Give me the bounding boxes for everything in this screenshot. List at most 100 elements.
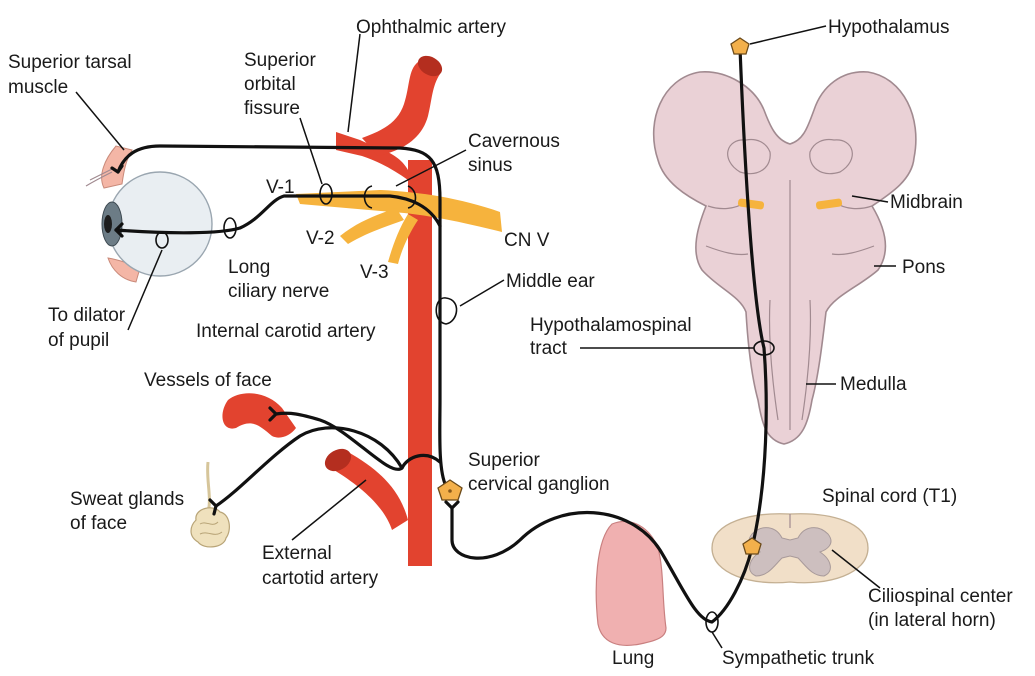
leader-sympathetic-trunk	[711, 631, 723, 649]
sweat-gland	[190, 461, 230, 548]
label-ciliospinal-line1: Ciliospinal center	[868, 586, 1013, 607]
ring-orbital-fissure	[319, 183, 333, 205]
leader-midbrain	[851, 195, 889, 203]
ophthalmic-artery	[362, 62, 440, 156]
ring-middle-ear	[435, 297, 458, 325]
facial-vessel	[222, 393, 296, 438]
v3-branch	[388, 214, 418, 264]
eye	[85, 145, 213, 283]
leader-tarsal	[75, 91, 125, 151]
external-carotid-artery	[334, 452, 408, 530]
preganglionic-fiber	[450, 506, 754, 624]
sympathetic-nerve-fibers	[114, 46, 768, 624]
sweat-ending	[208, 498, 218, 516]
label-medulla: Medulla	[840, 374, 907, 395]
label-cavernous-line2: sinus	[468, 155, 512, 176]
brainstem-outline	[652, 71, 917, 445]
ganglion-nucleus	[448, 489, 452, 493]
spinal-cord-section	[711, 513, 869, 584]
label-hypothalamospinal-line1: Hypothalamospinal	[530, 315, 692, 336]
pupil	[104, 215, 112, 233]
leader-external-carotid	[291, 479, 367, 541]
leader-ciliospinal	[831, 549, 881, 589]
label-vessels-face: Vessels of face	[144, 370, 272, 391]
sweat-gland-coil-detail	[199, 521, 223, 535]
sweat-gland-duct	[206, 461, 211, 513]
leader-middle-ear	[459, 279, 505, 307]
label-spinal-cord: Spinal cord (T1)	[822, 486, 957, 507]
neuron-cell-bodies	[437, 37, 762, 555]
ophthalmic-artery-cut-end	[417, 55, 443, 77]
carotid-arteries	[222, 55, 443, 566]
label-superior-cervical-line2: cervical ganglion	[468, 474, 610, 495]
upper-eyelid	[101, 145, 133, 189]
label-hypothalamus: Hypothalamus	[828, 17, 949, 38]
label-superior-tarsal-line2: muscle	[8, 77, 68, 98]
lung	[595, 520, 667, 646]
right-colliculus	[809, 138, 853, 175]
label-ophthalmic-artery: Ophthalmic artery	[356, 17, 506, 38]
label-orbital-fissure-line3: fissure	[244, 98, 300, 119]
label-v3: V-3	[360, 262, 389, 283]
trigeminal-nerve	[296, 190, 502, 264]
label-superior-tarsal-line1: Superior tarsal	[8, 52, 132, 73]
label-dilator-line1: To dilator	[48, 305, 126, 326]
left-colliculus	[727, 138, 771, 175]
leader-cavernous	[395, 149, 467, 187]
leader-dilator	[127, 249, 163, 331]
medulla-contour-left	[768, 299, 779, 421]
ciliospinal-neuron	[742, 537, 762, 555]
label-sympathetic-trunk: Sympathetic trunk	[722, 648, 875, 669]
dilator-ending	[114, 222, 124, 238]
tarsal-ending	[110, 164, 124, 174]
label-pons: Pons	[902, 257, 945, 278]
hypothalamospinal-fiber	[738, 46, 768, 550]
label-internal-carotid: Internal carotid artery	[196, 321, 376, 342]
ganglion-ending	[444, 500, 460, 510]
label-orbital-fissure-line1: Superior	[244, 50, 316, 71]
label-hypothalamospinal-line2: tract	[530, 338, 568, 359]
carotid-siphon	[336, 132, 408, 180]
hypothalamus-neuron	[730, 37, 750, 55]
label-ciliospinal-line2: (in lateral horn)	[868, 610, 996, 631]
v2-branch	[340, 208, 404, 244]
external-carotid-cut-end	[324, 448, 352, 472]
ring-cavernous-sinus	[363, 185, 417, 209]
left-cranial-nerve-stub	[737, 198, 765, 210]
label-v2: V-2	[306, 228, 335, 249]
brainstem	[652, 71, 917, 445]
vessel-ending	[268, 406, 278, 422]
postganglionic-internal-carotid	[116, 144, 448, 488]
label-sweat-line1: Sweat glands	[70, 489, 184, 510]
pons-contour-left	[705, 245, 749, 256]
label-orbital-fissure-line2: orbital	[244, 74, 296, 95]
label-middle-ear: Middle ear	[506, 271, 595, 292]
medulla-contour-right	[801, 299, 812, 421]
label-cavernous-line1: Cavernous	[468, 131, 560, 152]
ring-dilator	[155, 231, 169, 249]
cn-v-trunk	[296, 190, 502, 232]
label-external-carotid-line1: External	[262, 543, 332, 564]
label-long-ciliary-line1: Long	[228, 257, 270, 278]
leader-orbital-fissure	[299, 117, 323, 185]
leader-ophthalmic	[347, 33, 361, 133]
external-carotid-fiber	[274, 411, 442, 471]
label-external-carotid-line2: cartotid artery	[262, 568, 379, 589]
label-superior-cervical-line1: Superior	[468, 450, 540, 471]
label-v1: V-1	[266, 177, 295, 198]
gray-matter	[748, 527, 832, 577]
lower-eyelid	[107, 257, 141, 283]
ring-long-ciliary	[223, 217, 237, 239]
leader-lines	[75, 25, 896, 649]
right-cranial-nerve-stub	[815, 198, 843, 210]
nerve-endings	[110, 164, 460, 516]
sweat-gland-coil	[190, 507, 230, 548]
sweat-gland-fiber	[214, 426, 404, 508]
pons-contour-right	[831, 245, 875, 256]
labels: Ophthalmic artery Hypothalamus Superior …	[8, 17, 1013, 669]
leader-hypothalamus	[749, 25, 827, 45]
label-sweat-line2: of face	[70, 513, 127, 534]
long-ciliary-fiber	[114, 194, 442, 235]
label-long-ciliary-line2: ciliary nerve	[228, 281, 329, 302]
